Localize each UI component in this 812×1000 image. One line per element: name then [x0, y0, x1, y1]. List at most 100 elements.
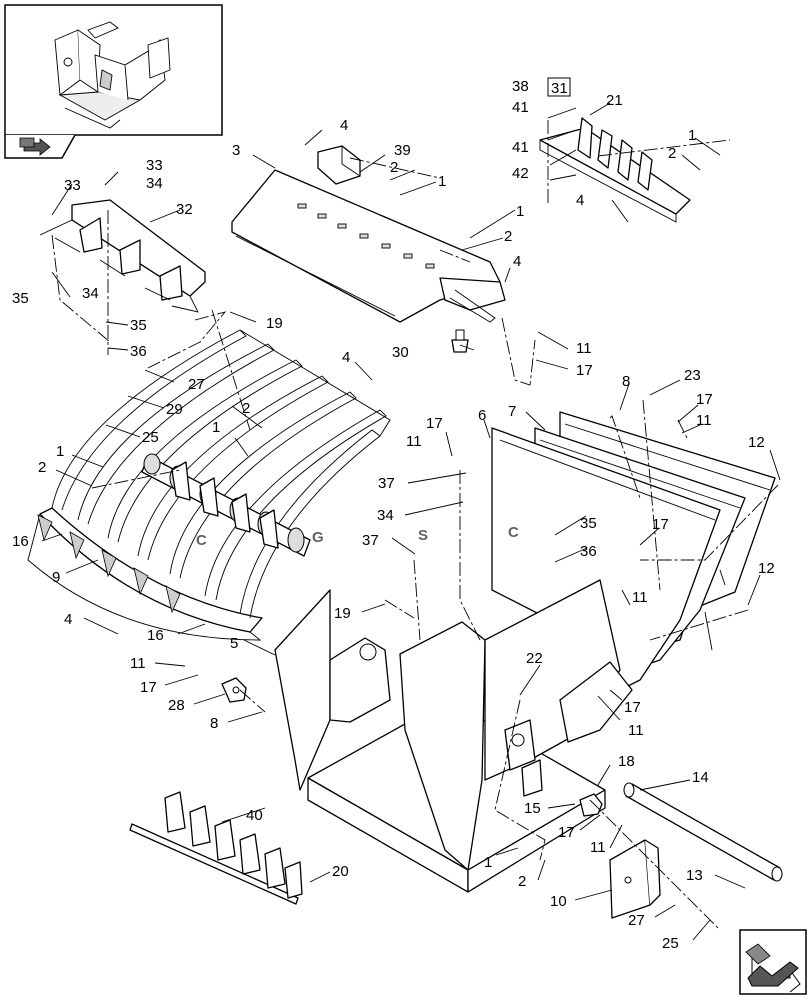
- machine-overview-icon: [54, 21, 171, 129]
- callout-4: 4: [342, 349, 350, 366]
- callout-1: 1: [688, 127, 696, 144]
- part-14-shaft: [623, 782, 783, 882]
- callout-4: 4: [340, 117, 348, 134]
- callout-25: 25: [142, 429, 159, 446]
- callout-1: 1: [516, 203, 524, 220]
- callout-20: 20: [332, 863, 349, 880]
- callout-15: 15: [524, 800, 541, 817]
- callout-17: 17: [696, 391, 713, 408]
- callout-37: 37: [378, 475, 395, 492]
- callout-19: 19: [266, 315, 283, 332]
- callout-16: 16: [147, 627, 164, 644]
- callout-23: 23: [684, 367, 701, 384]
- part-21-comb: [539, 117, 691, 223]
- callout-38: 38: [512, 78, 529, 95]
- callout-28: 28: [168, 697, 185, 714]
- callout-22: 22: [526, 650, 543, 667]
- callout-36: 36: [130, 343, 147, 360]
- callout-11: 11: [696, 412, 712, 429]
- part-15-clamp: [579, 793, 603, 817]
- watermark-letter-c: C: [508, 524, 519, 541]
- callout-41: 41: [512, 99, 529, 116]
- callout-9: 9: [52, 569, 60, 586]
- part-39-bracket: [317, 145, 361, 185]
- callout-labels: 31 3 4 39 2 1 1 2 4 30 38 41 41 42 21 4 …: [12, 77, 775, 952]
- callout-33: 33: [146, 157, 163, 174]
- callout-19: 19: [334, 605, 351, 622]
- callout-10: 10: [550, 893, 567, 910]
- callout-17: 17: [624, 699, 641, 716]
- callout-2: 2: [668, 145, 676, 162]
- callout-12: 12: [758, 560, 775, 577]
- part-5-main-frame: [274, 579, 633, 893]
- shaft-assembly: [141, 453, 311, 557]
- part-32-rail: [39, 199, 206, 313]
- callout-2: 2: [504, 228, 512, 245]
- callout-8: 8: [622, 373, 630, 390]
- watermark-letter-c: C: [196, 532, 207, 549]
- callout-17: 17: [140, 679, 157, 696]
- callout-17: 17: [558, 824, 575, 841]
- callout-35: 35: [12, 290, 29, 307]
- callout-34: 34: [146, 175, 163, 192]
- cgsc-watermark: C G S C: [196, 524, 519, 549]
- callout-1: 1: [212, 419, 220, 436]
- part-3-shield: [231, 169, 506, 323]
- callout-8: 8: [210, 715, 218, 732]
- callout-32: 32: [176, 201, 193, 218]
- callout-39: 39: [394, 142, 411, 159]
- callout-2: 2: [38, 459, 46, 476]
- part-28-clamp: [221, 677, 247, 703]
- callout-36: 36: [580, 543, 597, 560]
- callout-21: 21: [606, 92, 623, 109]
- callout-33: 33: [64, 177, 81, 194]
- callout-40: 40: [246, 807, 263, 824]
- callout-42: 42: [512, 165, 529, 182]
- callout-12: 12: [748, 434, 765, 451]
- callout-37: 37: [362, 532, 379, 549]
- side-panels: [491, 411, 776, 701]
- next-page-arrow-icon[interactable]: [739, 929, 807, 995]
- leader-lines: [41, 102, 781, 941]
- callout-1: 1: [438, 173, 446, 190]
- callout-11: 11: [130, 655, 146, 672]
- callout-27: 27: [628, 912, 645, 929]
- callout-4: 4: [576, 192, 584, 209]
- callout-6: 6: [478, 407, 486, 424]
- part-10-plate: [609, 839, 661, 919]
- callout-30: 30: [392, 344, 409, 361]
- watermark-letter-s: S: [418, 527, 428, 544]
- overview-thumbnail[interactable]: [4, 4, 223, 159]
- callout-11: 11: [632, 589, 648, 606]
- callout-17: 17: [426, 415, 443, 432]
- callout-35: 35: [580, 515, 597, 532]
- callout-35: 35: [130, 317, 147, 334]
- callout-17: 17: [652, 516, 669, 533]
- callout-1: 1: [56, 443, 64, 460]
- direction-arrow-icon: [19, 137, 51, 156]
- callout-27: 27: [188, 376, 205, 393]
- part-30-knob: [451, 329, 469, 353]
- callout-11: 11: [406, 433, 422, 450]
- callout-3: 3: [232, 142, 240, 159]
- callout-34: 34: [82, 285, 99, 302]
- callout-11: 11: [628, 722, 644, 739]
- callout-34: 34: [377, 507, 394, 524]
- assembly-lines: [51, 120, 779, 931]
- callout-16: 16: [12, 533, 29, 550]
- callout-11: 11: [576, 340, 592, 357]
- callout-2: 2: [242, 400, 250, 417]
- callout-2: 2: [518, 873, 526, 890]
- callout-2: 2: [390, 159, 398, 176]
- callout-18: 18: [618, 753, 635, 770]
- callout-4: 4: [513, 253, 521, 270]
- callout-17: 17: [576, 362, 593, 379]
- callout-13: 13: [686, 867, 703, 884]
- callout-25: 25: [662, 935, 679, 952]
- watermark-letter-g: G: [312, 529, 324, 546]
- callout-29: 29: [166, 401, 183, 418]
- callout-41: 41: [512, 139, 529, 156]
- callout-11: 11: [590, 839, 606, 856]
- callout-4: 4: [64, 611, 72, 628]
